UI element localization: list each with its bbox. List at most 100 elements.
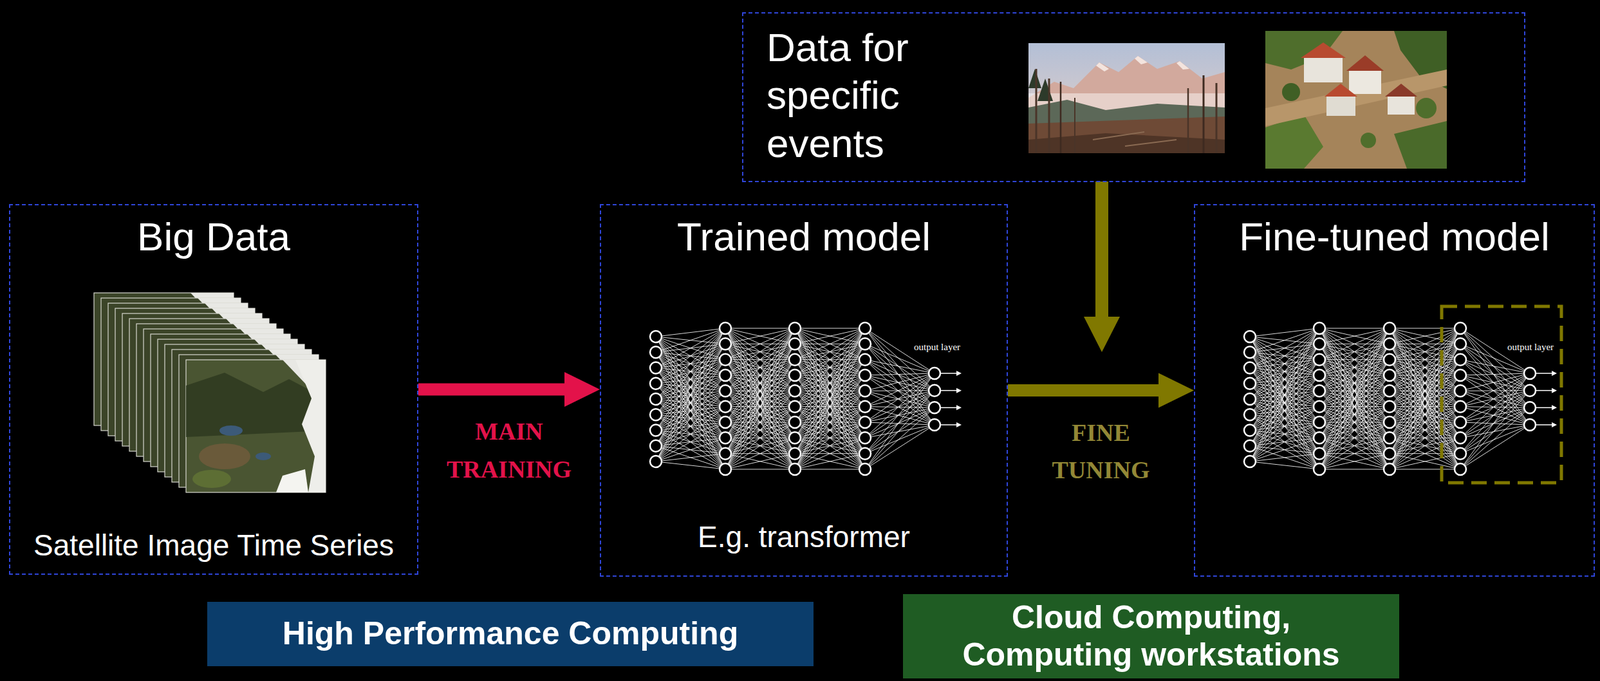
network-link (794, 328, 866, 407)
network-link (725, 359, 795, 470)
network-link (794, 437, 866, 470)
network-neuron (859, 416, 871, 428)
network-link (1389, 390, 1461, 470)
forest-photo (1134, 55, 1148, 65)
forest-photo (1028, 133, 1225, 154)
fine-tuned-layer-outline (1441, 306, 1562, 483)
network-link (865, 390, 935, 425)
network-neuron (1383, 384, 1396, 397)
network-link (1319, 437, 1390, 470)
network-link (865, 373, 935, 438)
network-neuron (650, 346, 662, 358)
node-title: Fine-tuned model (1238, 213, 1550, 261)
flood-photo (1324, 83, 1358, 97)
network-link (1460, 343, 1530, 425)
network-neuron (1454, 322, 1467, 335)
network-neuron (1313, 322, 1326, 335)
network-link (865, 359, 935, 391)
network-link (655, 359, 726, 462)
network-link (725, 328, 795, 423)
flood-photo (1265, 30, 1447, 169)
network-link (725, 328, 795, 344)
network-neuron (1524, 384, 1536, 397)
terrain (198, 443, 251, 470)
event-data-box: Data for specific events (742, 12, 1526, 183)
label-holder: output layer (912, 341, 962, 353)
network-link (1249, 461, 1320, 470)
model-box: Trained modelE.g. transformer (599, 204, 1008, 577)
network-neuron (1244, 424, 1256, 437)
network-neuron (1383, 416, 1396, 428)
flood-photo (1346, 55, 1384, 71)
network-link (725, 437, 795, 470)
network-link (1389, 328, 1461, 438)
edge-label-holder: MAIN TRAINING (438, 412, 580, 489)
network-link (1249, 336, 1320, 470)
network-link (794, 437, 866, 470)
network-link (865, 373, 935, 407)
network-neuron (789, 463, 801, 475)
network-link (1389, 328, 1461, 470)
network-link (725, 375, 795, 470)
network-link (1389, 328, 1461, 438)
network-link (1319, 328, 1390, 360)
network-link (1389, 437, 1461, 470)
network-link (725, 437, 795, 470)
network-link (865, 359, 935, 425)
flood-photo (1385, 83, 1418, 97)
output-arrow (956, 370, 962, 376)
network-link (865, 359, 935, 409)
output-arrow (940, 407, 958, 409)
flood-photo (1387, 95, 1415, 115)
network-link (1389, 390, 1461, 470)
computing-band: Cloud Computing, Computing workstations (902, 594, 1400, 679)
network-link (725, 343, 795, 470)
satellite-frame (186, 359, 326, 493)
network-link (865, 375, 935, 408)
network-neuron (1383, 447, 1396, 460)
network-link (865, 424, 935, 470)
network-link (1319, 328, 1390, 376)
network-neuron (1313, 337, 1326, 350)
forest-photo (1037, 78, 1053, 102)
network-link (1249, 375, 1320, 462)
edge-label: FINE TUNING (1030, 413, 1173, 490)
label-holder: output layer (1506, 341, 1555, 353)
network-link (655, 328, 726, 462)
network-link (1460, 390, 1530, 423)
network-link (865, 407, 935, 470)
network-link (725, 328, 795, 438)
arrow-shaft (1007, 384, 1160, 397)
network-neuron (1244, 440, 1256, 452)
network-neuron (1313, 353, 1326, 366)
network-link (655, 406, 726, 462)
network-neuron (1454, 353, 1467, 366)
network-link (1249, 328, 1320, 337)
network-link (1389, 328, 1461, 391)
forest-photo (1060, 81, 1062, 154)
network-link (725, 375, 795, 470)
network-link (1460, 407, 1530, 470)
network-neuron (1244, 362, 1256, 374)
network-link (794, 328, 866, 438)
network-link (655, 390, 726, 462)
network-neuron (859, 463, 871, 475)
network-neuron (1383, 353, 1396, 366)
network-neuron (719, 463, 732, 475)
network-link (725, 328, 795, 391)
forest-photo (1028, 43, 1225, 154)
network-link (1460, 359, 1530, 391)
flood-photo (1415, 97, 1437, 119)
arrow-head (1158, 373, 1194, 409)
node-title: Trained model (677, 213, 931, 261)
network-neuron (1454, 400, 1467, 413)
network-link (1389, 328, 1461, 329)
terrain (192, 469, 232, 488)
network-neuron (650, 362, 662, 374)
network-link (1460, 359, 1530, 425)
network-neuron (1244, 330, 1256, 343)
network-link (865, 390, 935, 408)
network-link (1319, 328, 1390, 329)
edge-label: MAIN TRAINING (438, 412, 580, 489)
